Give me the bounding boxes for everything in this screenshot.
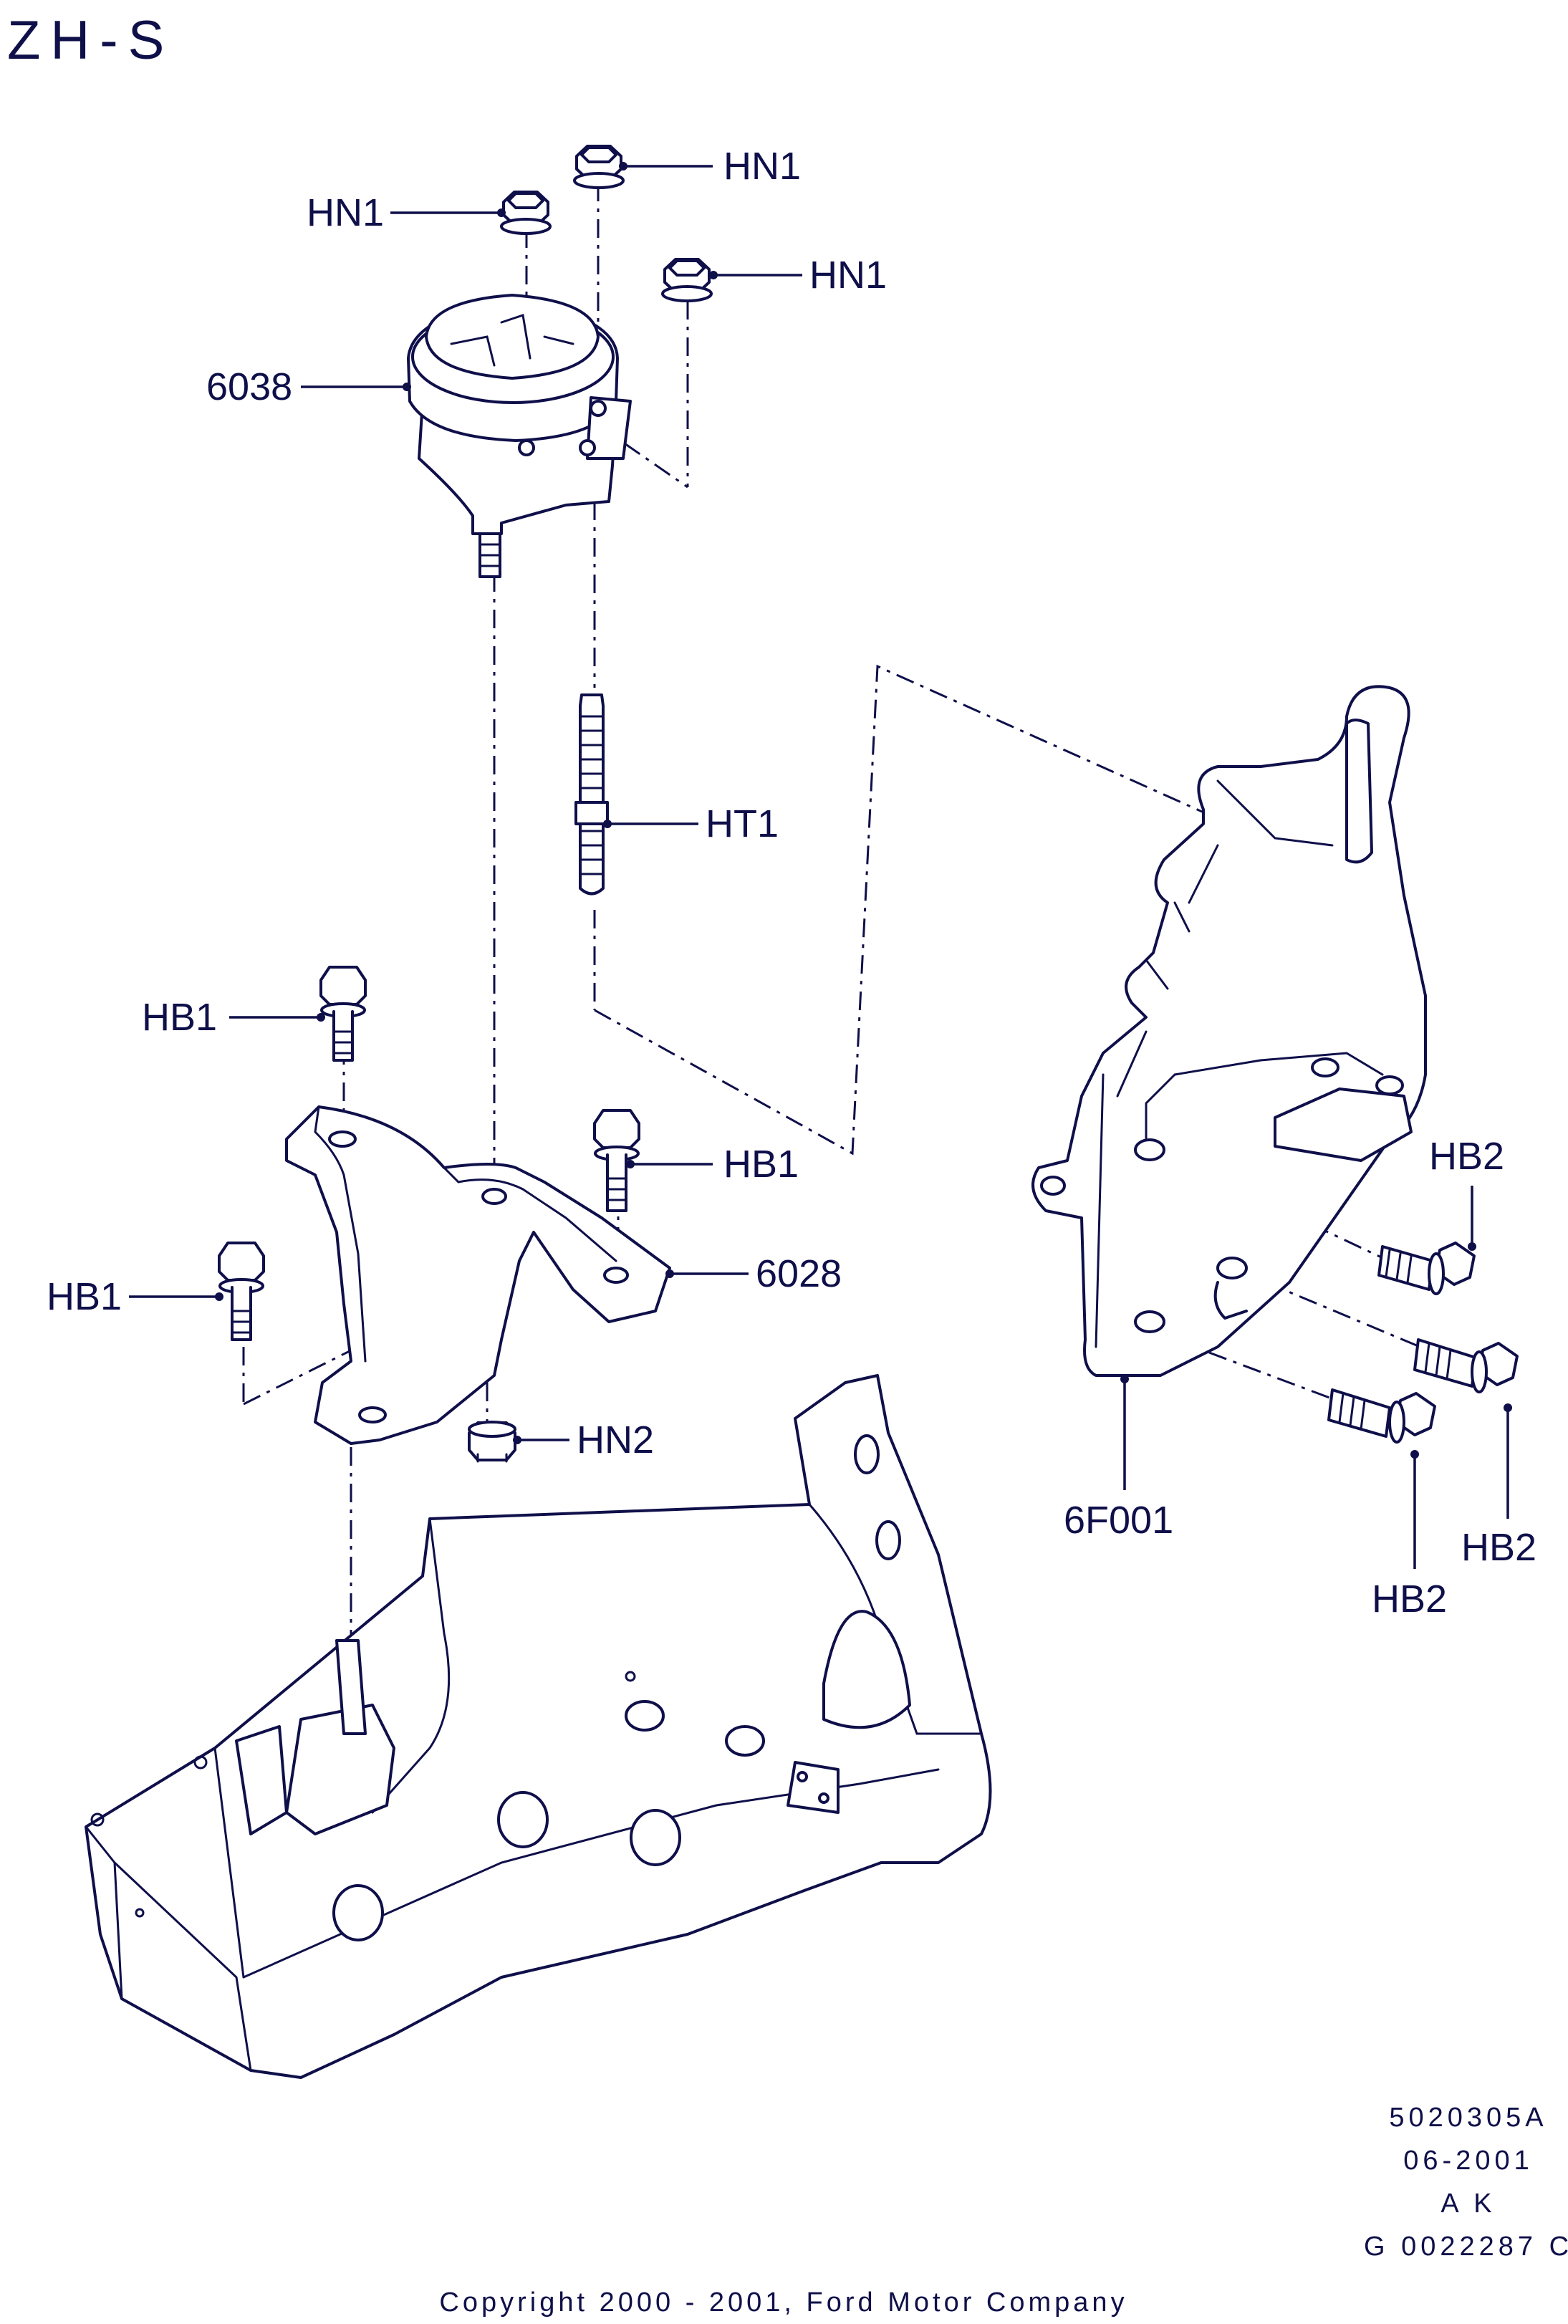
engine-mount-6038: [407, 294, 632, 578]
label-ht1: HT1: [706, 802, 779, 845]
hb2-bolt-upper: [1377, 1242, 1476, 1295]
drawing-number: 5020305A: [1389, 2103, 1547, 2133]
label-hb2-upper: HB2: [1429, 1135, 1504, 1178]
hn1-nut-left: [500, 191, 552, 235]
reference-block: 5020305A 06-2001 A K G 0022287 C: [1364, 2103, 1568, 2262]
vehicle-frame-rail: [85, 1374, 992, 2079]
drawing-date: 06-2001: [1403, 2146, 1533, 2176]
hn2-nut: [468, 1421, 516, 1463]
transmission-bracket-6f001: [1031, 685, 1427, 1377]
label-hb2-right: HB2: [1461, 1526, 1536, 1569]
ht1-stud: [574, 693, 609, 895]
diagram-title: ZH-S: [7, 10, 174, 71]
label-6028: 6028: [756, 1252, 842, 1295]
copyright-notice: Copyright 2000 - 2001, Ford Motor Compan…: [439, 2287, 1127, 2318]
callout-leaders: [129, 162, 1512, 1569]
hn1-nut-top: [573, 145, 625, 189]
label-hn1-right: HN1: [809, 254, 887, 297]
label-6f001: 6F001: [1064, 1499, 1173, 1542]
label-hn2: HN2: [577, 1418, 654, 1461]
hb2-bolt-lower: [1327, 1388, 1436, 1444]
label-hb1-upper: HB1: [142, 996, 217, 1039]
hb1-bolt-middle: [593, 1109, 640, 1212]
hn1-nut-right: [661, 258, 713, 302]
label-hn1-top: HN1: [723, 145, 801, 188]
label-hb2-lower: HB2: [1372, 1578, 1447, 1620]
graphic-id: G 0022287 C: [1364, 2232, 1568, 2262]
hb1-bolt-upper: [319, 966, 367, 1062]
drawing-initials: A K: [1440, 2189, 1496, 2219]
callout-labels: HN1 HN1 HN1 6038 HT1 HB1 HB1 HB1 6028 HN…: [47, 145, 1536, 1620]
label-hn1-left: HN1: [307, 191, 384, 234]
hb1-bolt-left: [218, 1242, 265, 1341]
bracket-6028: [285, 1105, 671, 1445]
label-hb1-left: HB1: [47, 1275, 122, 1318]
label-hb1-middle: HB1: [723, 1143, 799, 1186]
label-6038: 6038: [206, 365, 292, 408]
hb2-bolt-right: [1413, 1338, 1519, 1393]
